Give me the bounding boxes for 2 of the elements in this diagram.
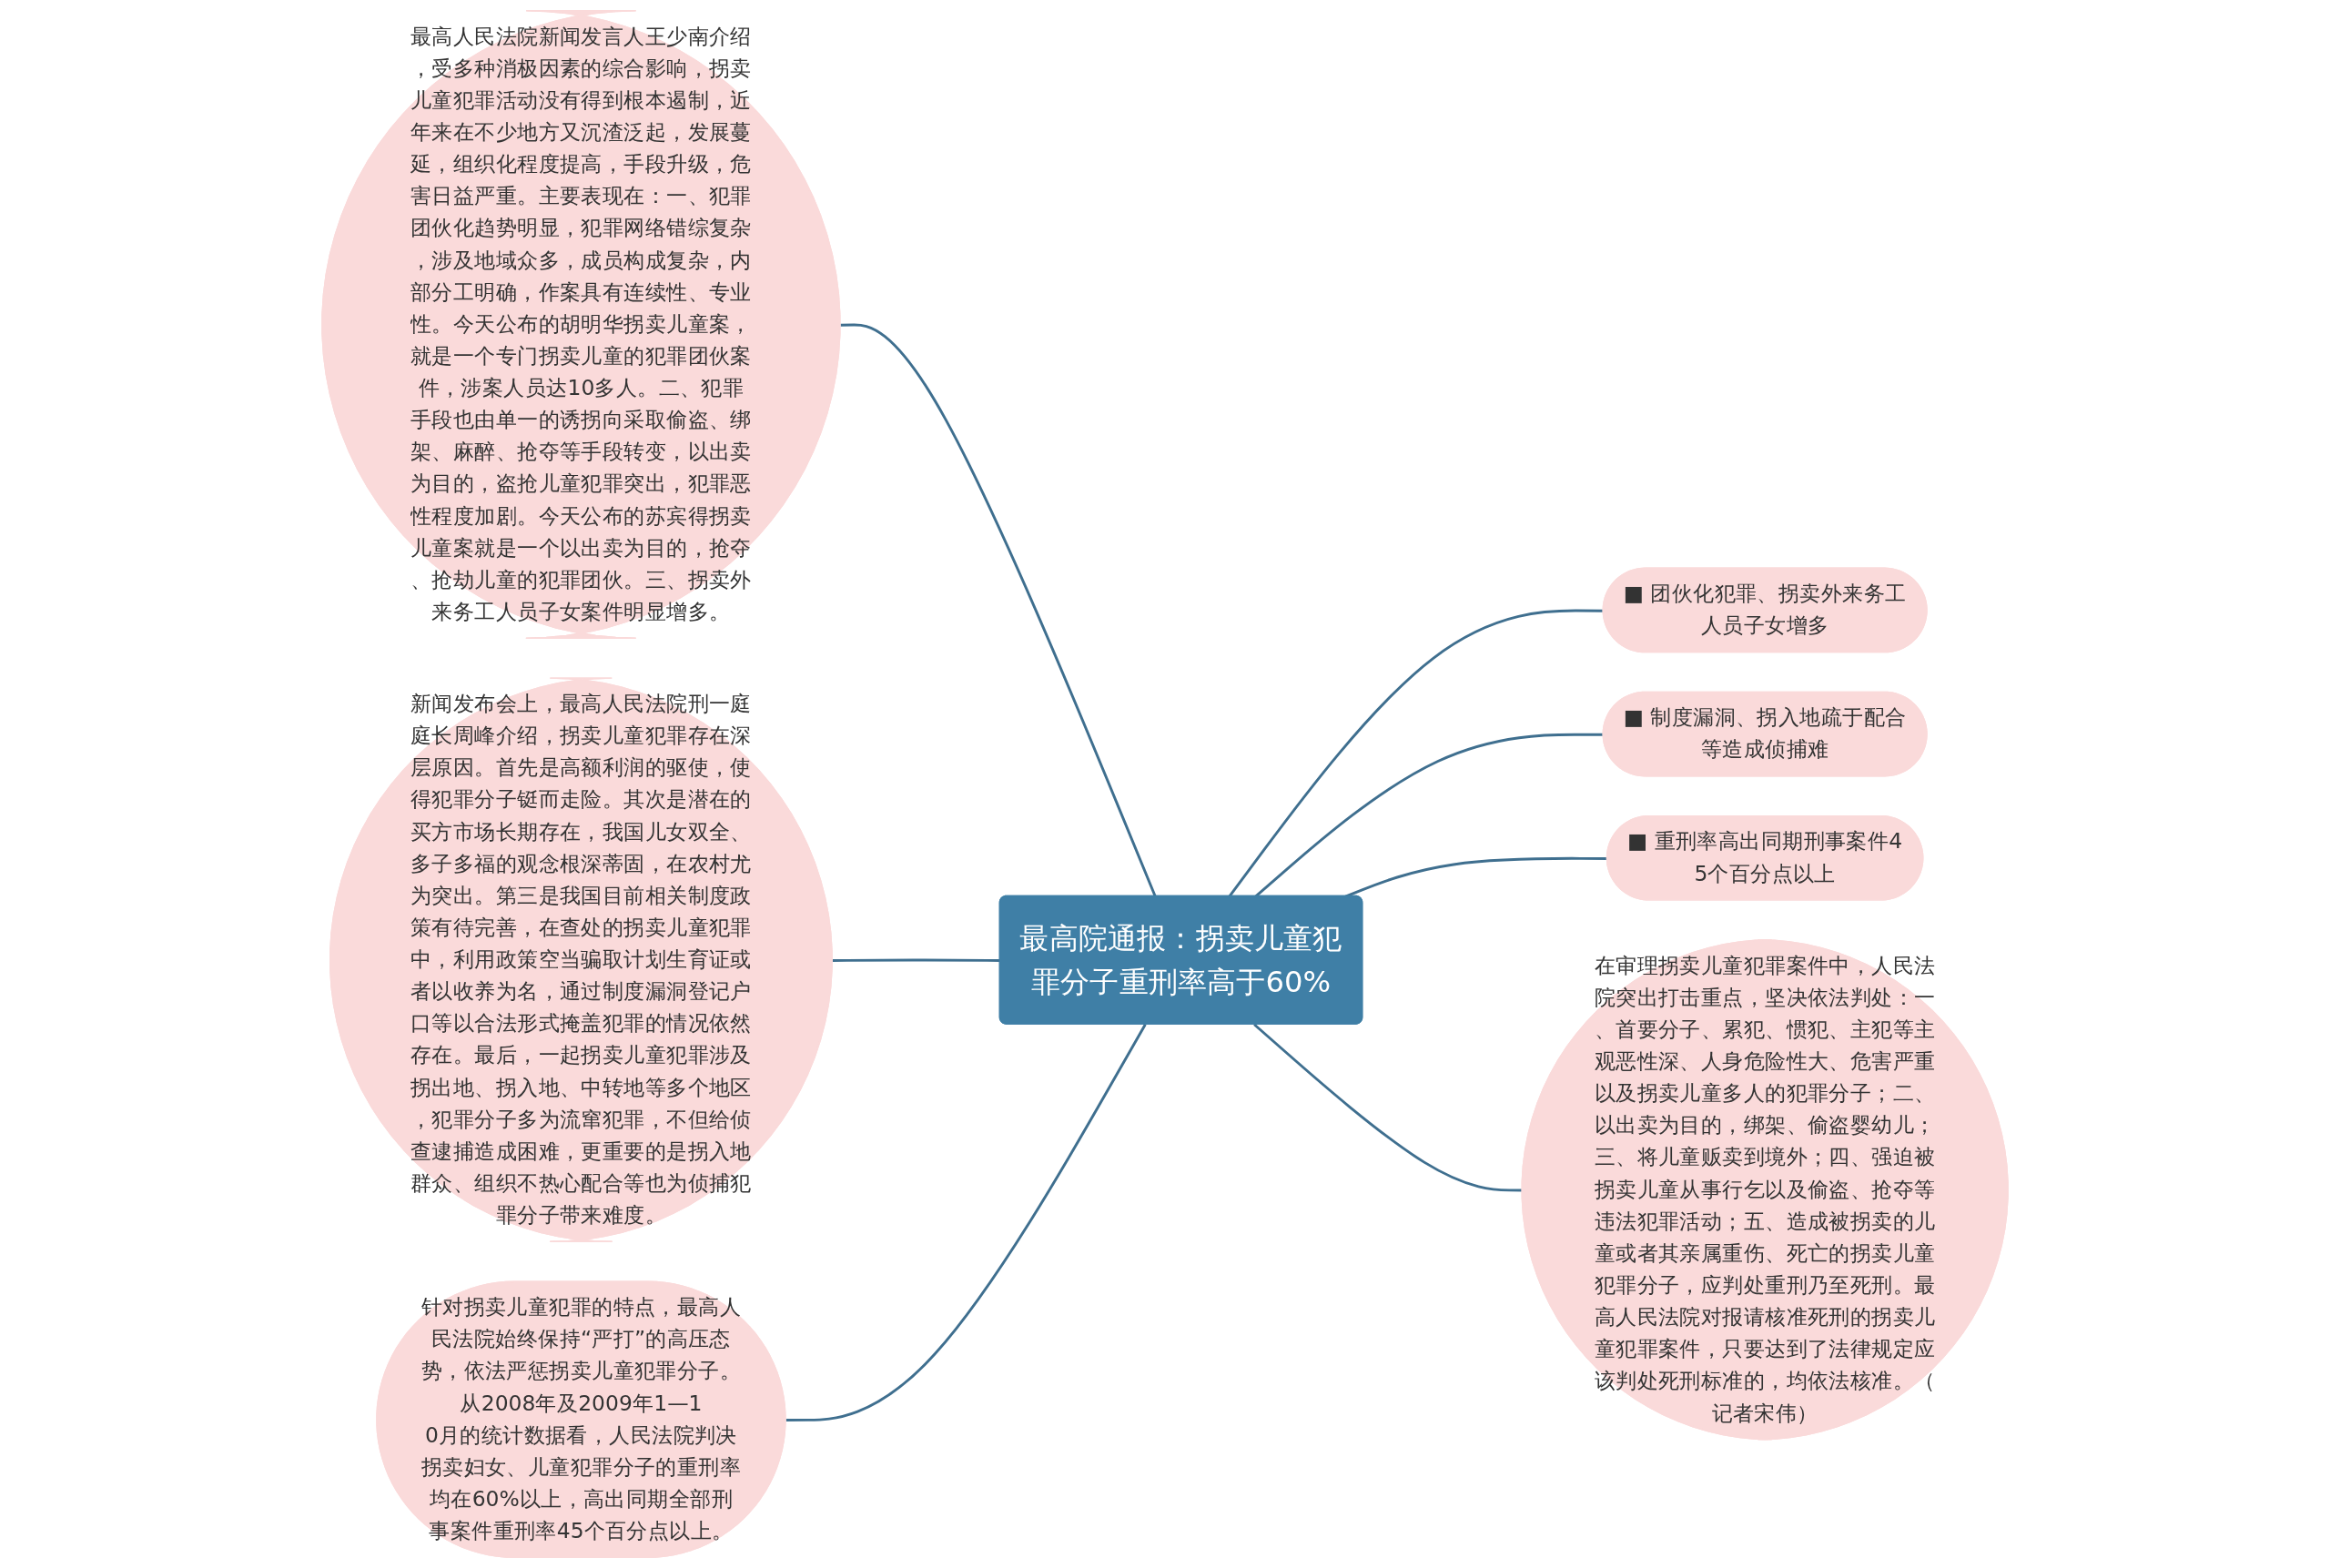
connector <box>785 1024 1147 1421</box>
connector <box>840 323 1157 897</box>
